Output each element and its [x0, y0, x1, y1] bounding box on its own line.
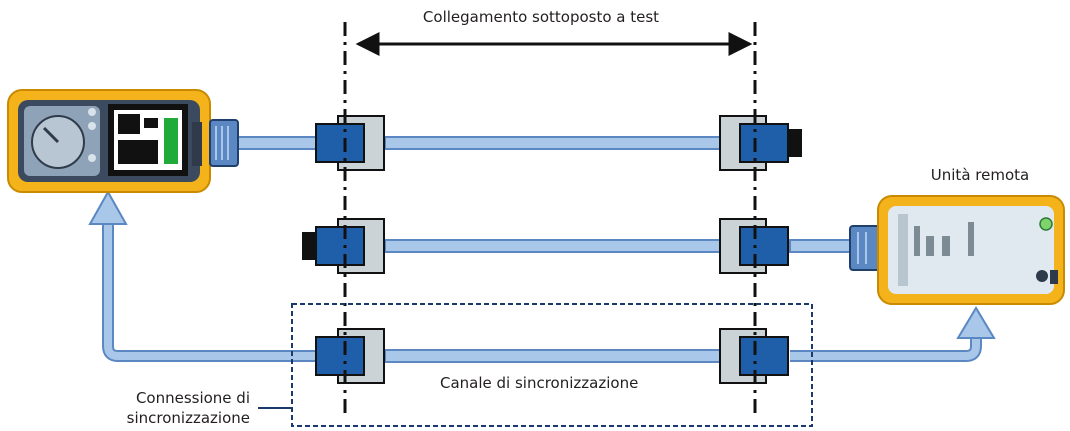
- sync-arrow-up-remote: [956, 306, 996, 339]
- link-cable-row-1: [384, 136, 721, 150]
- sync-arrow-up: [88, 189, 128, 225]
- sync-connection-label: Connessione di sincronizzazione: [72, 388, 250, 428]
- remote-unit-adapter-icon: [849, 225, 881, 271]
- jack-right-row-1: [719, 115, 802, 171]
- link-cable-row-2: [384, 239, 721, 253]
- cable-tester-remote-unit-icon: [877, 195, 1065, 305]
- cable-tester-main-unit-icon: [7, 89, 211, 193]
- link-cable-row-3: [384, 349, 721, 363]
- jack-left-row-2: [302, 218, 385, 274]
- jack-right-row-2: [719, 218, 789, 274]
- remote-unit-label: Unità remota: [930, 166, 1030, 184]
- sync-return-cable: [102, 222, 320, 362]
- jack-right-row-3: [719, 328, 789, 384]
- jack-left-row-3: [315, 328, 385, 384]
- sync-connection-label-line-1: Connessione di: [135, 389, 250, 407]
- sync-connection-label-line-2: sincronizzazione: [126, 409, 250, 427]
- main-unit-patch-cable: [237, 136, 321, 150]
- jack-left-row-1: [315, 115, 385, 171]
- main-unit-adapter-icon: [209, 119, 239, 167]
- remote-unit-patch-cable: [789, 239, 853, 253]
- sync-channel-box: [291, 303, 813, 427]
- test-link-label: Collegamento sottoposto a test: [422, 8, 660, 26]
- sync-channel-label: Canale di sincronizzazione: [440, 374, 639, 392]
